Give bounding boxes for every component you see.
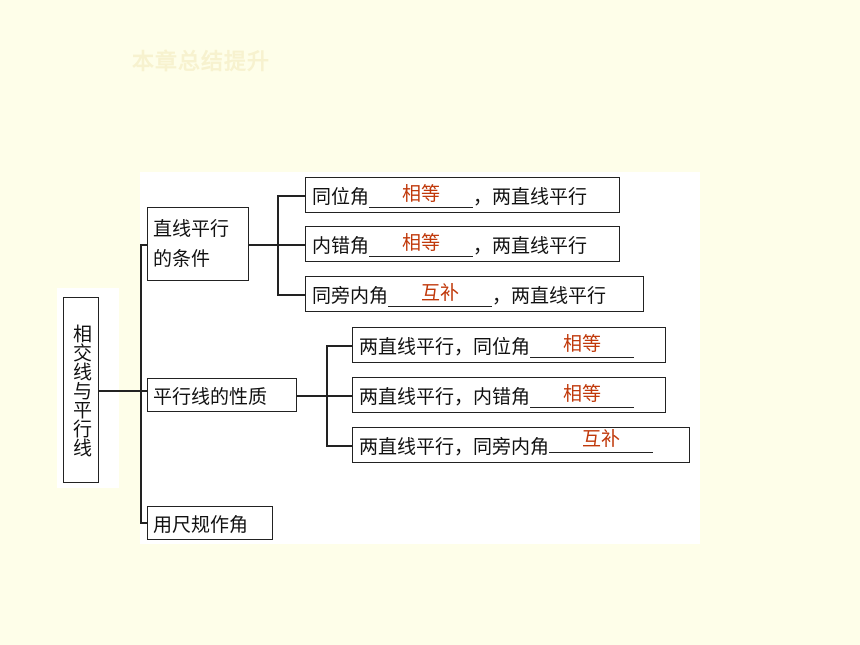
condition-item: 同旁内角 互补 ，两直线平行 [305,276,644,312]
item-prefix: 两直线平行，同旁内角 [359,435,550,458]
connector-cond-out [249,244,277,246]
branch-properties: 平行线的性质 [147,378,297,412]
property-item: 两直线平行，同旁内角 互补 [352,427,690,463]
connector-prop-3 [326,445,352,447]
branch-conditions-label: 直线平行的条件 [153,218,230,270]
slide-title: 本章总结提升 [132,50,271,75]
connector-cond-3 [277,294,305,296]
connector-prop-2 [326,395,352,397]
connector-prop-1 [326,345,352,347]
connector-ruler [140,522,148,524]
item-suffix: ，两直线平行 [473,185,588,208]
property-item: 两直线平行，内错角 相等 [352,377,666,413]
answer-blank: 相等 [530,333,635,358]
answer-blank: 相等 [530,383,635,408]
branch-ruler: 用尺规作角 [147,506,273,540]
item-suffix: ，两直线平行 [473,234,588,257]
item-suffix: ，两直线平行 [492,284,607,307]
item-prefix: 两直线平行，内错角 [359,385,531,408]
item-prefix: 同位角 [312,185,370,208]
connector-root [99,390,147,392]
item-prefix: 两直线平行，同位角 [359,335,531,358]
answer-blank: 互补 [388,282,493,307]
root-box: 相交线与平行线 [63,297,99,483]
answer-blank: 互补 [549,428,654,453]
connector-prop-out [297,395,327,397]
property-item: 两直线平行，同位角 相等 [352,327,666,363]
branch-properties-label: 平行线的性质 [153,385,268,408]
branch-conditions: 直线平行的条件 [147,207,249,281]
condition-item: 同位角 相等 ，两直线平行 [305,177,620,213]
item-prefix: 内错角 [312,234,370,257]
answer-blank: 相等 [369,232,474,257]
connector-trunk [140,244,142,523]
branch-ruler-label: 用尺规作角 [153,513,249,536]
connector-cond-1 [277,195,305,197]
connector-cond-2 [277,244,305,246]
root-label: 相交线与平行线 [70,323,92,457]
answer-blank: 相等 [369,183,474,208]
condition-item: 内错角 相等 ，两直线平行 [305,226,620,262]
item-prefix: 同旁内角 [312,284,389,307]
connector-cond [140,244,148,246]
